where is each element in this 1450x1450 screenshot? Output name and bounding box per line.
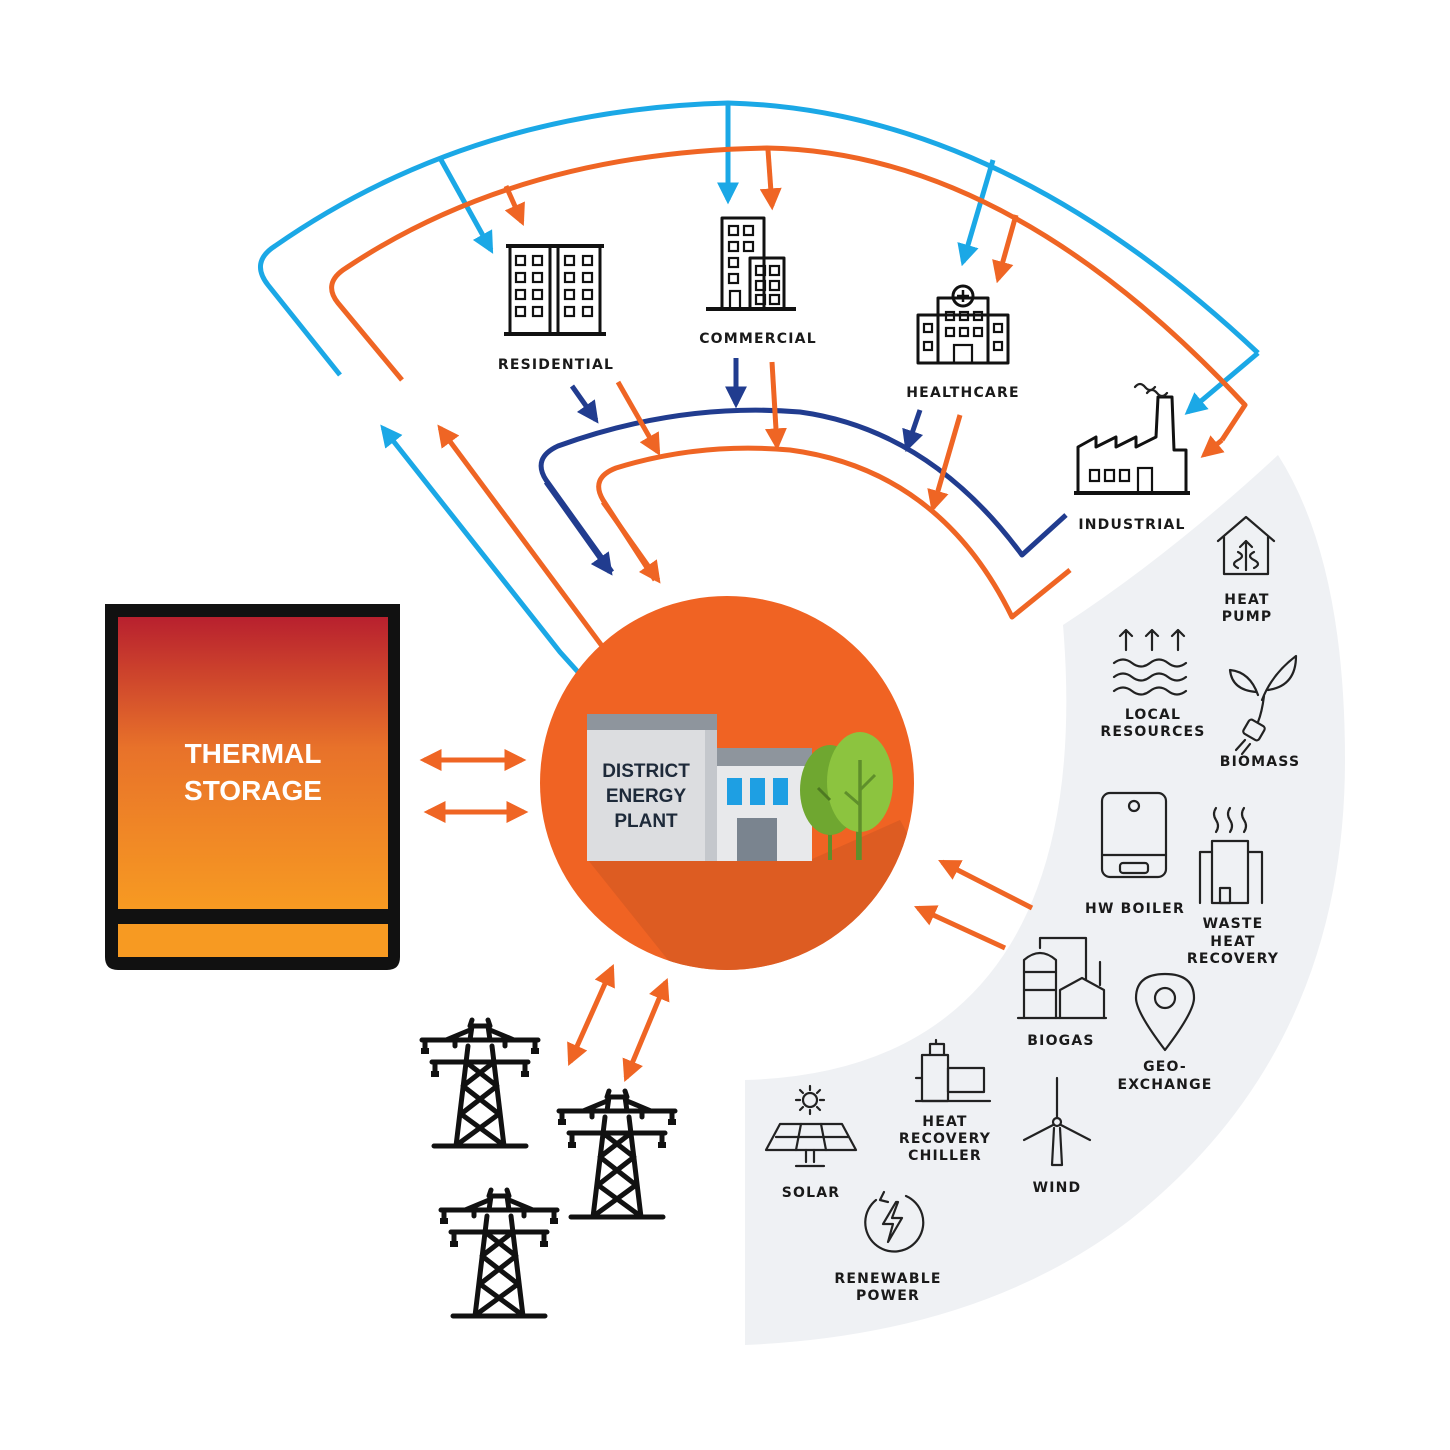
sources-plant-arrows	[914, 859, 1034, 951]
commercial-building-icon	[706, 216, 796, 311]
plant-label-2: ENERGY	[606, 786, 687, 807]
heat-pump-icon	[1216, 515, 1276, 576]
geo-exchange-label-1: GEO-	[1143, 1059, 1187, 1075]
geo-exchange-label-2: EXCHANGE	[1117, 1077, 1212, 1093]
factory-icon	[1074, 382, 1190, 495]
hot-return-loop	[596, 361, 1072, 620]
thermal-storage-label-1: THERMAL	[185, 738, 322, 769]
heat-recovery-chiller-icon	[914, 1038, 992, 1103]
renewable-power-label-1: RENEWABLE	[834, 1271, 941, 1287]
biomass-label: BIOMASS	[1220, 754, 1301, 770]
healthcare-label: HEALTHCARE	[906, 385, 1019, 401]
hw-boiler-label: HW BOILER	[1085, 901, 1185, 917]
local-resources-icon	[1112, 628, 1188, 696]
storage-plant-arrows	[419, 748, 529, 824]
hot-supply-loop	[329, 145, 1248, 652]
heat-pump-label-2: PUMP	[1222, 609, 1273, 625]
trees-icon	[800, 732, 893, 860]
solar-label: SOLAR	[782, 1185, 841, 1201]
thermal-storage-label-2: STORAGE	[184, 775, 322, 806]
wind-turbine-icon	[1022, 1076, 1092, 1167]
industrial-label: INDUSTRIAL	[1078, 517, 1185, 533]
heat-recovery-chiller-label-2: RECOVERY	[899, 1131, 991, 1147]
plant-label-3: PLANT	[614, 811, 678, 832]
supply-loop	[258, 100, 1260, 674]
biogas-icon	[1016, 936, 1108, 1020]
heat-recovery-chiller-label-3: CHILLER	[908, 1148, 982, 1164]
renewable-power-icon	[864, 1190, 925, 1253]
district-energy-plant: DISTRICT ENERGY PLANT	[540, 596, 914, 970]
renewable-power-label-2: POWER	[856, 1288, 920, 1304]
return-loop	[538, 358, 1068, 576]
biogas-label: BIOGAS	[1027, 1033, 1094, 1049]
local-resources-label-1: LOCAL	[1125, 707, 1181, 723]
power-pylon-icon	[419, 1017, 541, 1149]
hospital-icon	[916, 284, 1010, 365]
sources-panel	[745, 455, 1345, 1345]
wind-label: WIND	[1033, 1180, 1082, 1196]
geo-exchange-pin-icon	[1134, 972, 1196, 1052]
heat-recovery-chiller-label-1: HEAT	[922, 1114, 967, 1130]
waste-heat-recovery-icon	[1198, 806, 1264, 905]
residential-label: RESIDENTIAL	[498, 357, 614, 373]
thermal-storage: THERMAL STORAGE	[105, 604, 400, 970]
local-resources-label-2: RESOURCES	[1100, 724, 1205, 740]
waste-heat-label-1: WASTE	[1203, 916, 1264, 932]
commercial-label: COMMERCIAL	[699, 331, 817, 347]
solar-panel-icon	[764, 1084, 858, 1168]
heat-pump-label-1: HEAT	[1224, 592, 1269, 608]
plant-label-1: DISTRICT	[602, 761, 690, 782]
biomass-icon	[1228, 654, 1298, 756]
grid-plant-arrows	[567, 963, 670, 1083]
power-pylon-icon	[438, 1187, 560, 1319]
hw-boiler-icon	[1100, 791, 1168, 879]
residential-building-icon	[504, 244, 606, 336]
waste-heat-label-2: HEAT	[1210, 934, 1255, 950]
power-pylon-icon	[556, 1088, 678, 1220]
waste-heat-label-3: RECOVERY	[1187, 951, 1279, 967]
